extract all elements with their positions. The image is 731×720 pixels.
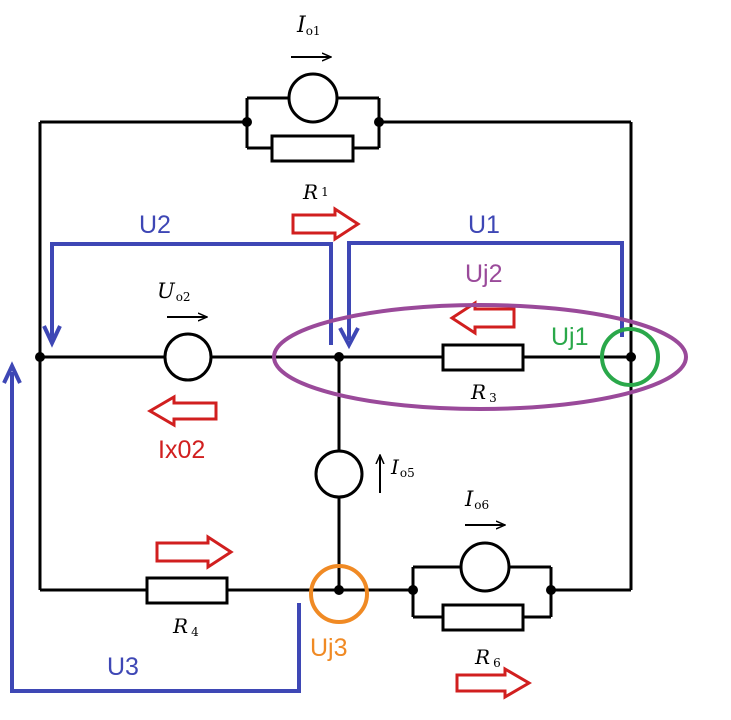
uj1-label: Uj1 [551,323,589,351]
u1-path [347,241,624,340]
io6-label: Io6 [464,487,489,512]
r4-current-arrow-icon [155,534,234,570]
uj2-label: Uj2 [465,260,503,288]
ix02-current-arrow-icon [147,394,218,428]
r3-current-arrow-icon [449,300,516,336]
node-dot [408,585,418,595]
node-dot [334,585,344,595]
uj3-label: Uj3 [310,634,348,662]
node-dot [242,117,252,127]
u2-path [50,242,333,345]
node-dot [334,352,344,362]
u3-label: U3 [107,653,139,681]
uj1-node-circle [600,327,660,387]
r1-current-arrow-icon [291,206,361,242]
uj2-node-ellipse [272,303,688,411]
uo2-label: Uo2 [157,279,191,304]
io5-label: Io5 [390,455,415,480]
u3-path [10,372,301,693]
io1-label: Io1 [296,13,321,38]
resistor-r3 [441,343,525,372]
u3-arrowhead-icon [2,361,22,384]
node-dot [374,117,384,127]
voltage-source-uo2 [163,332,213,382]
node-dot [626,352,636,362]
u2-arrowhead-icon [42,325,62,348]
current-source-io6 [459,541,511,593]
u1-label: U1 [468,211,500,239]
node-dot [546,585,556,595]
r6-current-arrow-icon [455,666,532,700]
resistor-r1 [270,134,355,163]
ix02-label: Ix02 [158,436,205,464]
current-source-io5 [314,449,364,499]
resistor-r4 [145,576,229,605]
uj3-node-circle [309,564,369,624]
current-source-io1 [287,72,339,124]
u2-label: U2 [139,211,171,239]
node-dot [35,352,45,362]
resistor-r6 [441,603,525,632]
u1-arrowhead-icon [338,327,360,350]
